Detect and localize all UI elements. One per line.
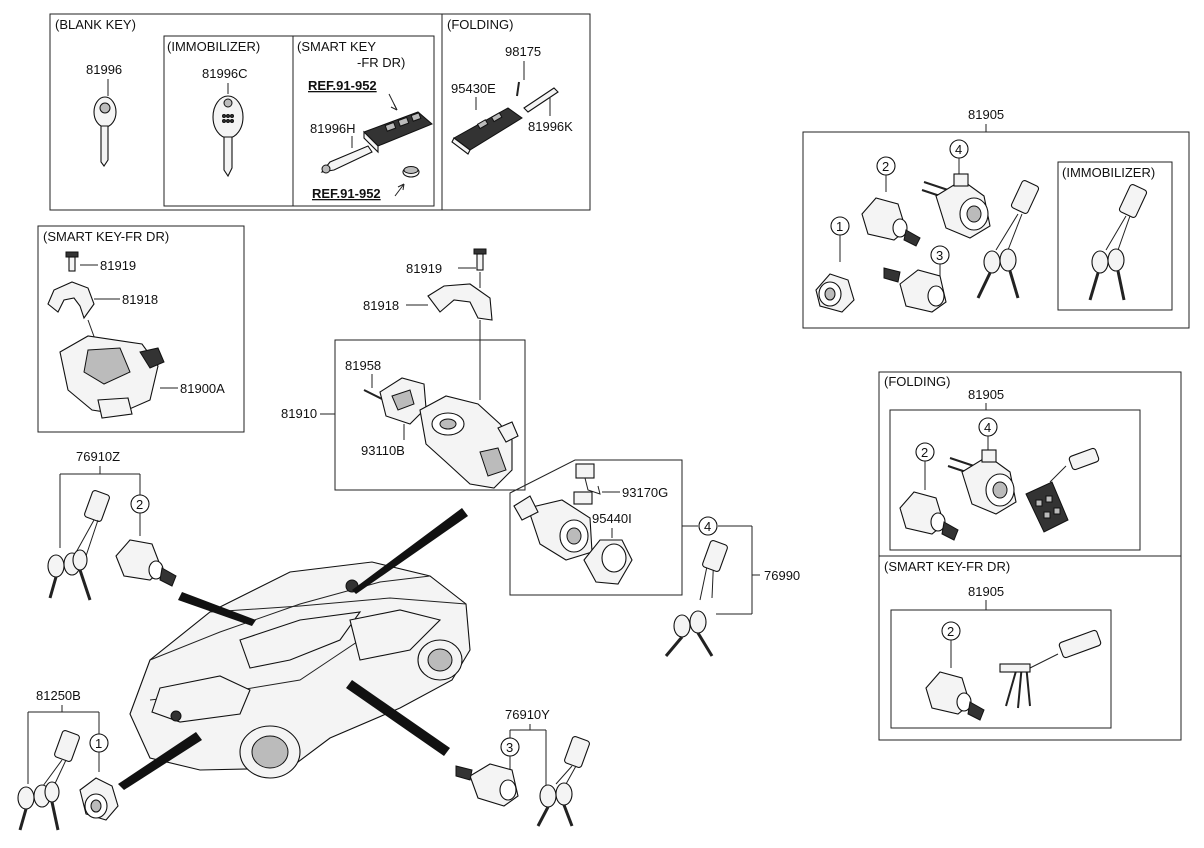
callout-4-76990: [698, 516, 718, 536]
part-95440I: 95440I: [592, 511, 632, 526]
ref-91-952-bottom: REF.91-952: [312, 186, 381, 201]
part-81905-smart: 81905: [968, 584, 1004, 599]
smart-key-fr-dr-panel: (SMART KEY-FR DR) 81919 81918 81900A: [37, 225, 245, 433]
key-pair-drawing-76910Y: [536, 736, 590, 827]
part-81905-top: 81905: [968, 107, 1004, 122]
part-81918-center: 81918: [363, 298, 399, 313]
key-pair-drawing-81250B: [17, 730, 80, 831]
part-81919-center: 81919: [406, 261, 442, 276]
screw-drawing-left: [65, 251, 79, 272]
part-98175: 98175: [505, 44, 541, 59]
cylinder-drawing-smart-2: [925, 671, 985, 721]
part-81905-folding: 81905: [968, 387, 1004, 402]
callout-2-label-a: 2: [136, 497, 143, 512]
lock-housing-drawing-left: [59, 335, 165, 419]
bolt-drawing-81958: [363, 389, 385, 401]
section-blank-key: (BLANK KEY): [55, 17, 136, 32]
section-immobilizer: (IMMOBILIZER): [167, 39, 260, 54]
cylinder-drawing-81250B: [79, 777, 119, 821]
ref-91-952-top: REF.91-952: [308, 78, 377, 93]
section-folding: (FOLDING): [447, 17, 513, 32]
cylinder-drawing-folding-2: [899, 491, 959, 541]
trunk-lock-81250B: 81250B 1: [17, 688, 119, 831]
door-lock-76910Z: 76910Z 2: [47, 449, 177, 601]
key-pair-drawing-76910Z: [47, 490, 110, 601]
part-81996H: 81996H: [310, 121, 356, 136]
key-set-panel: 81905 (IMMOBILIZER) 2 4 1: [802, 107, 1190, 329]
cylinder-drawing-keyset-2: [861, 197, 921, 247]
callout-2-label-b: 2: [882, 159, 889, 174]
part-81958: 81958: [345, 358, 381, 373]
cylinder-drawing-keyset-3: [883, 267, 947, 313]
immobilizer-module-drawing: [379, 377, 427, 425]
cylinder-drawing-76910Z: [115, 539, 177, 587]
callout-3-label-a: 3: [506, 740, 513, 755]
blank-key-drawing: [93, 96, 117, 167]
part-81996K: 81996K: [528, 119, 573, 134]
callout-3-label-b: 3: [936, 248, 943, 263]
folding-key-fob-drawing-right: [1025, 447, 1100, 533]
part-81910: 81910: [281, 406, 317, 421]
part-81996C: 81996C: [202, 66, 248, 81]
cylinder-drawing-folding-4: [947, 449, 1017, 515]
section-smart-key: (SMART KEY: [297, 39, 376, 54]
cover-ring-drawing: [583, 539, 633, 585]
callout-4-label-b: 4: [955, 142, 962, 157]
vehicle-drawing: [129, 561, 471, 779]
part-81996: 81996: [86, 62, 122, 77]
top-key-panel: (BLANK KEY) (IMMOBILIZER) (SMART KEY -FR…: [49, 13, 591, 211]
shroud-drawing-left: [47, 281, 95, 320]
part-76910Y: 76910Y: [505, 707, 550, 722]
part-81918-left: 81918: [122, 292, 158, 307]
folding-blade-drawing: [523, 87, 559, 113]
section-smart-key-sub: -FR DR): [357, 55, 405, 70]
callout-1-label-a: 1: [95, 736, 102, 751]
part-76910Z: 76910Z: [76, 449, 120, 464]
ignition-assembly: 81919 81918 81910 81958 93110B: [281, 248, 526, 491]
callout-4-label-a: 4: [704, 519, 711, 534]
immobilizer-key-pair-drawing: [1088, 184, 1148, 301]
callout-2-label-d: 2: [947, 624, 954, 639]
smart-key-blade-drawing: [320, 145, 373, 174]
cylinder-drawing-keyset-4: [921, 173, 991, 239]
part-93110B: 93110B: [361, 443, 405, 458]
ignition-cylinder-assembly: 93170G 95440I 76990 4: [509, 459, 800, 657]
folding-key-drawing: [451, 107, 523, 155]
key-pair-drawing-76990: [664, 540, 728, 657]
smart-key-fob-drawing: [363, 111, 433, 154]
lock-body-drawing: [419, 395, 519, 489]
part-95430E: 95430E: [451, 81, 496, 96]
pointer-bands: [118, 508, 468, 790]
callout-1-label-b: 1: [836, 219, 843, 234]
connector-drawing: [573, 463, 601, 505]
immobilizer-key-drawing: [212, 95, 244, 178]
shroud-drawing-center: [427, 283, 493, 321]
coin-battery-drawing: [402, 166, 420, 178]
section-smart-key-fr-dr-right: (SMART KEY-FR DR): [884, 559, 1010, 574]
part-93170G: 93170G: [622, 485, 668, 500]
part-76990: 76990: [764, 568, 800, 583]
smart-key-fob-drawing-right: [999, 629, 1102, 709]
part-81919-left: 81919: [100, 258, 136, 273]
cylinder-drawing-keyset-1: [815, 273, 855, 313]
key-pair-drawing-keyset: [976, 180, 1040, 299]
section-folding-right: (FOLDING): [884, 374, 950, 389]
part-81250B: 81250B: [36, 688, 81, 703]
section-smart-key-fr-dr: (SMART KEY-FR DR): [43, 229, 169, 244]
part-81900A: 81900A: [180, 381, 225, 396]
door-lock-76910Y: 76910Y 3: [455, 707, 590, 827]
cylinder-drawing-76910Y: [455, 763, 519, 807]
callout-4-label-c: 4: [984, 420, 991, 435]
section-immobilizer-right: (IMMOBILIZER): [1062, 165, 1155, 180]
screw-drawing-center: [473, 248, 487, 271]
callout-2-label-c: 2: [921, 445, 928, 460]
folding-smart-panel: (FOLDING) 81905 2 4: [878, 371, 1182, 741]
cylinder-drawing-76990: [513, 495, 593, 561]
